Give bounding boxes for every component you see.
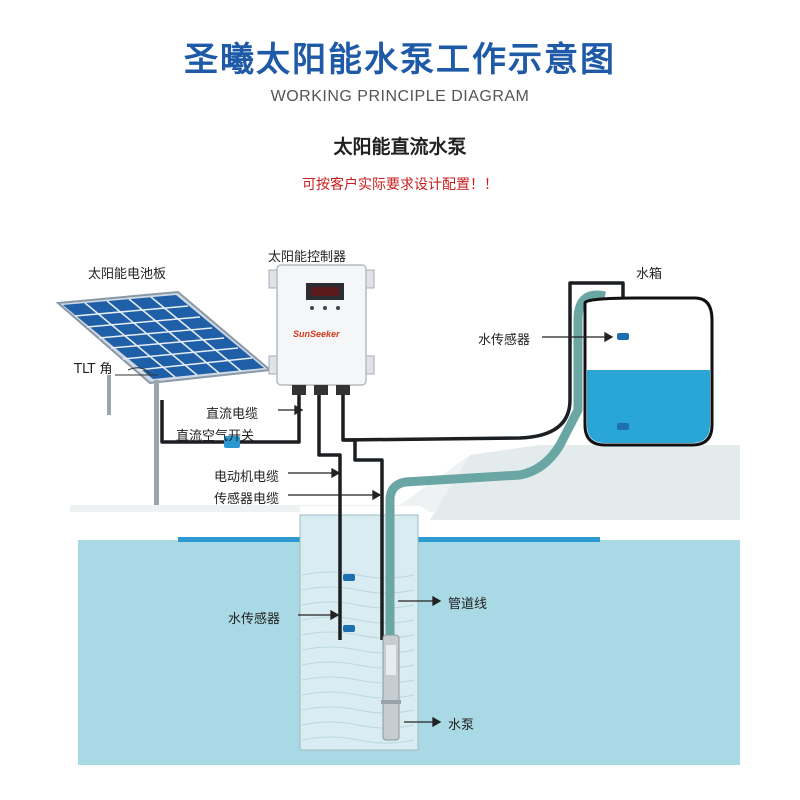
label-dc-breaker: 直流空气开关 [176, 429, 255, 444]
label-pipe: 管道线 [448, 597, 488, 612]
controller-logo: SunSeeker [293, 329, 340, 339]
dc-breaker [224, 436, 240, 448]
delivery-pipe [385, 290, 606, 640]
label-dc-cable: 直流电缆 [206, 407, 259, 422]
label-solar-panel: 太阳能电池板 [88, 267, 167, 282]
label-tank-sensor: 水传感器 [478, 333, 531, 348]
label-water-tank: 水箱 [636, 267, 663, 282]
customization-note: 可按客户实际要求设计配置！！ [302, 177, 498, 193]
label-well-sensor: 水传感器 [228, 612, 281, 627]
well-sensor-lower [343, 625, 355, 632]
water-tank [583, 296, 714, 447]
product-heading: 太阳能直流水泵 [333, 136, 467, 158]
raised-terrain [430, 445, 740, 520]
tank-sensor-upper [617, 333, 629, 340]
label-motor-cable: 电动机电缆 [214, 470, 280, 485]
label-controller: 太阳能控制器 [268, 250, 347, 265]
solar-controller [268, 264, 375, 395]
tilt-angle-arc [127, 367, 151, 375]
label-tilt-angle: TLT 角 [74, 362, 113, 377]
label-pump: 水泵 [448, 718, 475, 733]
page-title: 圣曦太阳能水泵工作示意图 [184, 40, 616, 80]
well-sensor-upper [343, 574, 355, 581]
submersible-pump [381, 634, 401, 741]
pointer-arrows [278, 331, 614, 728]
page-subtitle: WORKING PRINCIPLE DIAGRAM [270, 88, 530, 105]
solar-panel [55, 290, 273, 505]
tank-sensor-lower [617, 423, 629, 430]
label-sensor-cable: 传感器电缆 [214, 492, 280, 507]
